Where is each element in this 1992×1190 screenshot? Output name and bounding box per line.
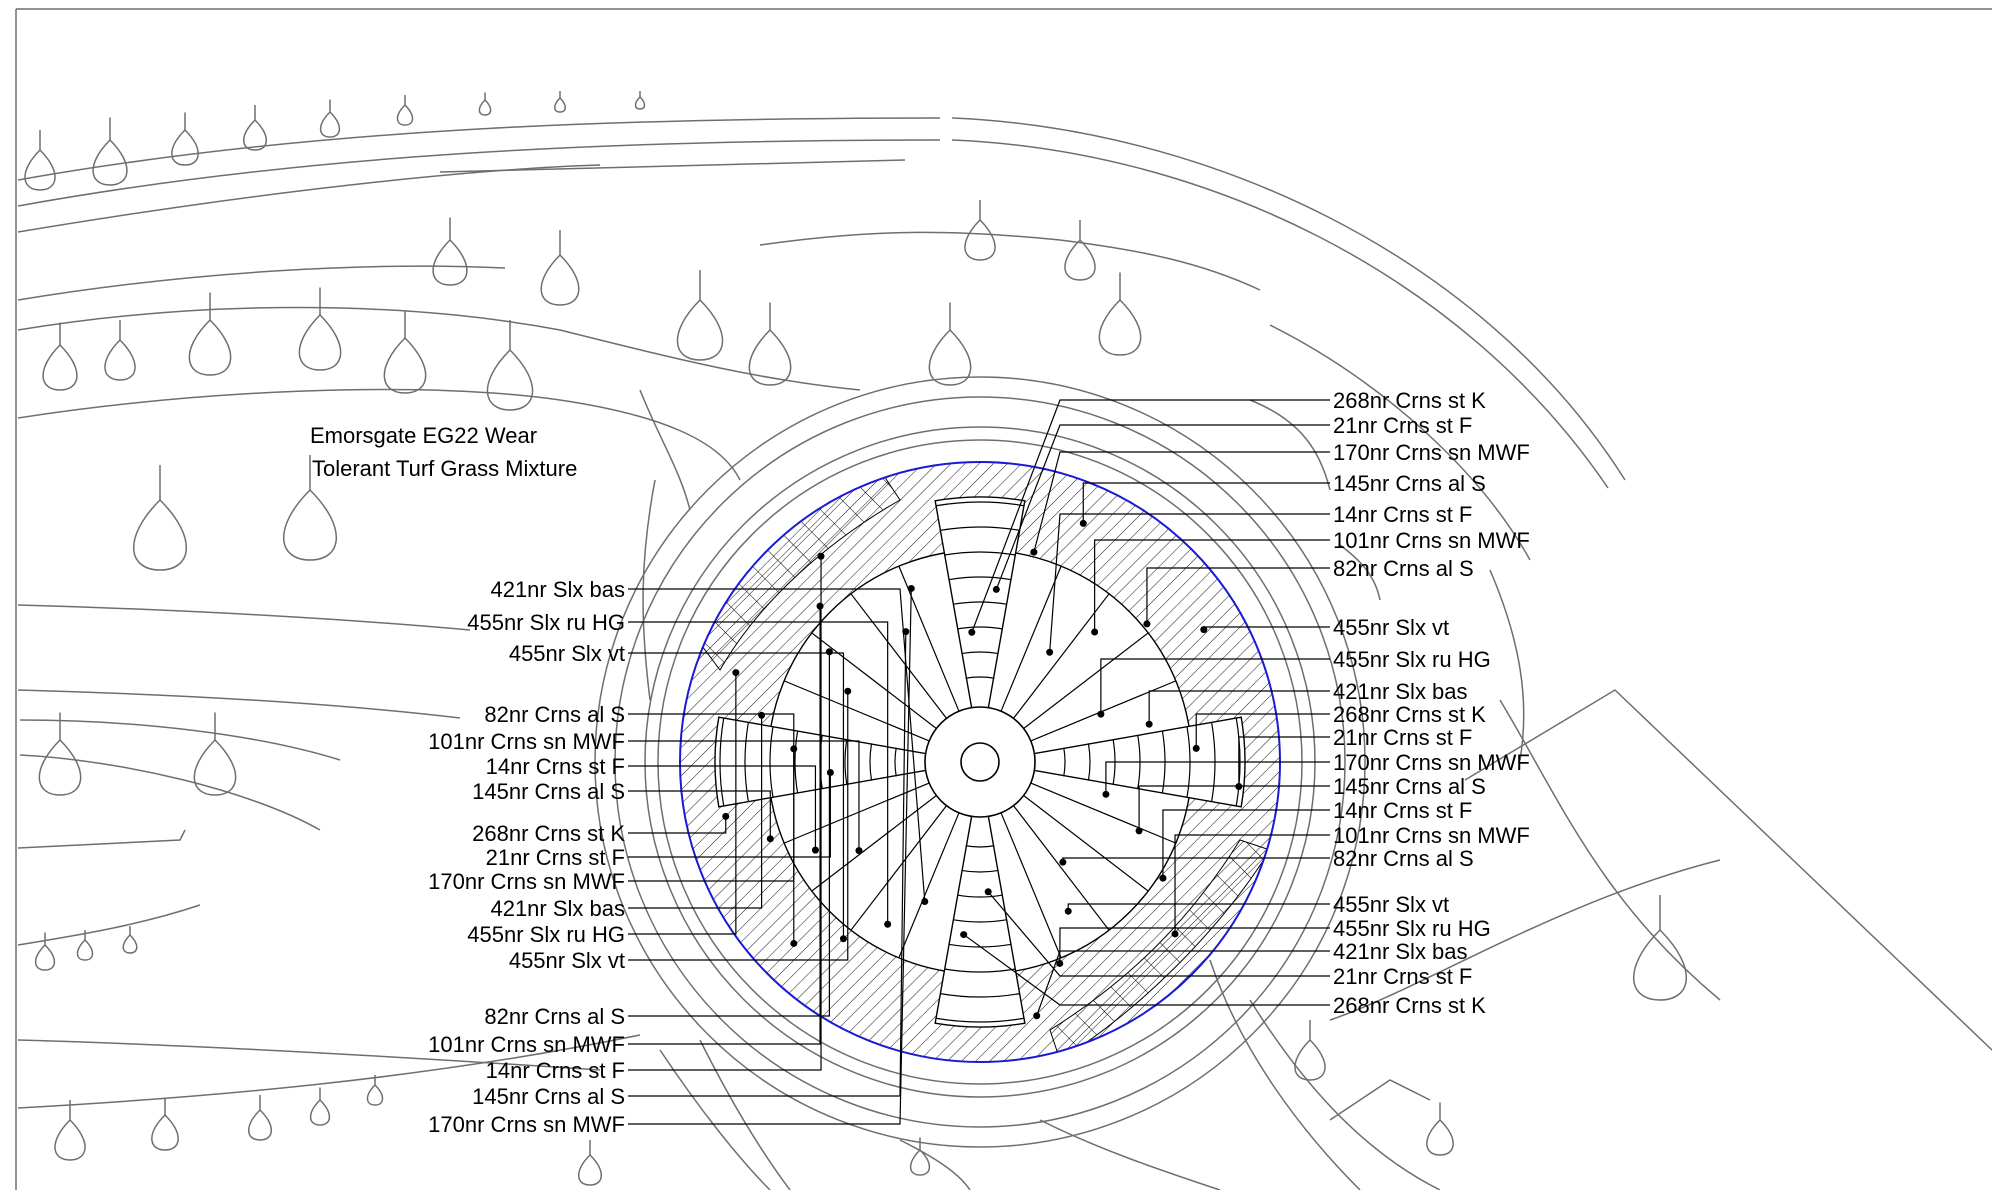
- plant-label-left: 455nr Slx ru HG: [467, 922, 625, 947]
- plant-label-right: 268nr Crns st K: [1333, 702, 1486, 727]
- plant-label-left: 101nr Crns sn MWF: [428, 1032, 625, 1057]
- plant-label-right: 455nr Slx ru HG: [1333, 916, 1491, 941]
- plant-label-right: 82nr Crns al S: [1333, 846, 1474, 871]
- plant-label-left: 21nr Crns st F: [486, 845, 625, 870]
- plant-label-right: 170nr Crns sn MWF: [1333, 750, 1530, 775]
- plant-label-left: 455nr Slx ru HG: [467, 610, 625, 635]
- label-leaders: [628, 399, 1330, 1125]
- plant-label-left: 170nr Crns sn MWF: [428, 869, 625, 894]
- plant-label-left: 145nr Crns al S: [472, 1084, 625, 1109]
- plant-label-right: 21nr Crns st F: [1333, 413, 1472, 438]
- plant-label-left: 455nr Slx vt: [509, 948, 625, 973]
- sheet-frame: [15, 8, 1992, 1190]
- plant-label-left: 421nr Slx bas: [490, 577, 625, 602]
- plant-label-left: 14nr Crns st F: [486, 754, 625, 779]
- plant-label-right: 82nr Crns al S: [1333, 556, 1474, 581]
- plant-label-left: 82nr Crns al S: [484, 1004, 625, 1029]
- plant-label-right: 101nr Crns sn MWF: [1333, 528, 1530, 553]
- plant-label-right: 101nr Crns sn MWF: [1333, 823, 1530, 848]
- plant-label-right: 14nr Crns st F: [1333, 798, 1472, 823]
- plant-label-right: 455nr Slx vt: [1333, 615, 1449, 640]
- seed-mix-annotation: Emorsgate EG22 Wear Tolerant Turf Grass …: [310, 423, 577, 481]
- plant-label-right: 455nr Slx vt: [1333, 892, 1449, 917]
- central-feature: [924, 706, 1036, 818]
- plant-label-right: 145nr Crns al S: [1333, 774, 1486, 799]
- plant-label-right: 170nr Crns sn MWF: [1333, 440, 1530, 465]
- plant-label-right: 145nr Crns al S: [1333, 471, 1486, 496]
- plant-label-left: 455nr Slx vt: [509, 641, 625, 666]
- plant-label-left: 14nr Crns st F: [486, 1058, 625, 1083]
- plant-label-right: 21nr Crns st F: [1333, 964, 1472, 989]
- plant-label-left: 421nr Slx bas: [490, 896, 625, 921]
- plant-label-left: 268nr Crns st K: [472, 821, 625, 846]
- context-tree-symbols: [24, 91, 1688, 1186]
- plant-label-left: 145nr Crns al S: [472, 779, 625, 804]
- plant-label-right: 421nr Slx bas: [1333, 939, 1468, 964]
- plant-label-left: 101nr Crns sn MWF: [428, 729, 625, 754]
- context-planting: [17, 117, 1992, 1190]
- plant-label-right: 421nr Slx bas: [1333, 679, 1468, 704]
- seed-mix-line-2: Tolerant Turf Grass Mixture: [312, 456, 577, 481]
- leader-dots: [722, 519, 1243, 1020]
- plant-label-right: 455nr Slx ru HG: [1333, 647, 1491, 672]
- plant-label-right: 14nr Crns st F: [1333, 502, 1472, 527]
- plant-label-left: 82nr Crns al S: [484, 702, 625, 727]
- seed-mix-line-1: Emorsgate EG22 Wear: [310, 423, 537, 448]
- plant-label-right: 268nr Crns st K: [1333, 993, 1486, 1018]
- plant-label-right: 21nr Crns st F: [1333, 725, 1472, 750]
- plant-label-left: 170nr Crns sn MWF: [428, 1112, 625, 1137]
- plant-label-right: 268nr Crns st K: [1333, 388, 1486, 413]
